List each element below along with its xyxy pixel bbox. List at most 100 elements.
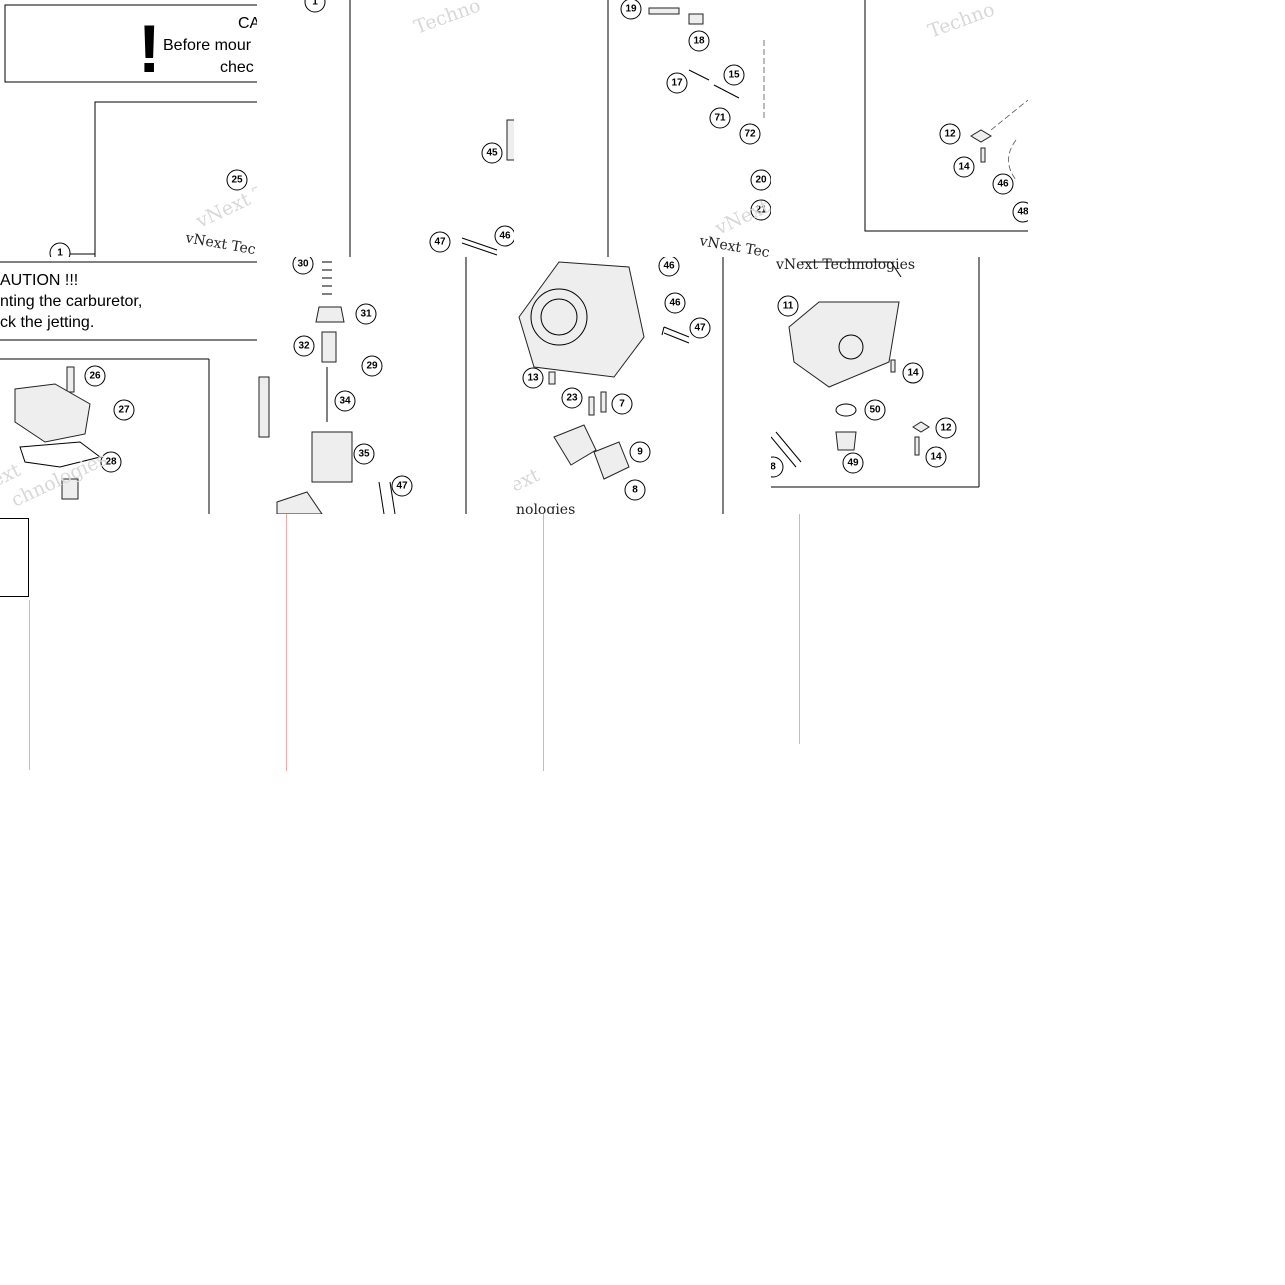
- caution-title: CA: [238, 15, 257, 32]
- part-callout: 72: [739, 123, 761, 145]
- svg-text:19: 19: [625, 4, 637, 15]
- svg-text:15: 15: [728, 70, 740, 81]
- svg-text:29: 29: [366, 361, 378, 372]
- svg-text:72: 72: [744, 129, 756, 140]
- part-callout: 46: [658, 257, 680, 277]
- svg-text:26: 26: [89, 371, 101, 382]
- part-callout: 13: [522, 367, 544, 389]
- part-callout: 12: [939, 123, 961, 145]
- seam-line: [286, 514, 287, 771]
- part-callout: 1: [49, 242, 71, 258]
- svg-text:27: 27: [118, 405, 130, 416]
- part-callout: 19: [620, 0, 642, 20]
- diagram-tile-caution-top: ! CA Before mour chec 25 1 vNext Tec vNe…: [0, 0, 257, 257]
- svg-text:14: 14: [907, 368, 919, 379]
- svg-text:14: 14: [930, 452, 942, 463]
- caution-line-1: Before mour: [163, 37, 252, 54]
- part-callout: 31: [355, 303, 377, 325]
- svg-text:71: 71: [714, 113, 726, 124]
- svg-text:1: 1: [312, 0, 318, 8]
- svg-text:46: 46: [997, 179, 1009, 190]
- diagram-tile-2: 19 18 17 15 71 72 20 21 vNext Tec vNext …: [514, 0, 771, 257]
- svg-text:47: 47: [434, 237, 446, 248]
- diagram-tile-caution-bottom: AUTION !!! nting the carburetor, ck the …: [0, 257, 257, 514]
- caution-box: [4, 4, 257, 83]
- part-callout: 46: [992, 173, 1014, 195]
- part-callout: 28: [100, 451, 122, 473]
- part-callout: 47: [689, 317, 711, 339]
- part-callout: 14: [953, 156, 975, 178]
- part-callout: 21: [750, 199, 771, 221]
- part-callout: 8: [771, 456, 784, 478]
- watermark: vNext Tec: [183, 230, 257, 257]
- diagram-tile-6: 46 46 47 13 23 7 9 8 ext nologies: [514, 257, 771, 514]
- svg-text:7: 7: [619, 399, 625, 410]
- part-callout: 30: [292, 257, 314, 275]
- diagram-tile-1: 1 Techno 45 47 46: [257, 0, 514, 257]
- part-callout: 14: [902, 362, 924, 384]
- svg-text:25: 25: [231, 175, 243, 186]
- part-callout: 49: [842, 452, 864, 474]
- svg-text:1: 1: [57, 248, 63, 258]
- airbox-frame: [94, 101, 257, 257]
- part-callout: 14: [925, 446, 947, 468]
- svg-text:9: 9: [637, 447, 643, 458]
- part-callout: 46: [494, 225, 514, 247]
- svg-text:50: 50: [869, 405, 881, 416]
- seam-line: [29, 600, 30, 770]
- part-callout: 18: [688, 30, 710, 52]
- part-callout: 34: [334, 390, 356, 412]
- caution-box-corner: [0, 518, 29, 597]
- svg-text:8: 8: [632, 485, 638, 496]
- part-callout: 20: [750, 169, 771, 191]
- svg-text:12: 12: [940, 423, 952, 434]
- svg-text:47: 47: [396, 481, 408, 492]
- part-callout: 12: [935, 417, 957, 439]
- watermark: vNext Tec: [697, 233, 771, 257]
- part-callout: 9: [629, 441, 651, 463]
- svg-text:23: 23: [566, 393, 578, 404]
- svg-text:18: 18: [693, 36, 705, 47]
- svg-text:49: 49: [847, 458, 859, 469]
- caution-line-1-rest: nting the carburetor,: [0, 293, 142, 310]
- svg-text:46: 46: [669, 298, 681, 309]
- caution-line-2-rest: ck the jetting.: [0, 314, 94, 331]
- svg-text:28: 28: [105, 457, 117, 468]
- svg-text:20: 20: [755, 175, 767, 186]
- part-callout: 71: [709, 107, 731, 129]
- svg-text:8: 8: [771, 462, 776, 473]
- part-callout: 50: [864, 399, 886, 421]
- part-callout: 35: [353, 443, 375, 465]
- part-callout: 26: [84, 365, 106, 387]
- watermark: vNext Tec: [711, 179, 771, 240]
- svg-text:12: 12: [944, 129, 956, 140]
- watermark: Techno: [411, 0, 483, 39]
- diagram-tile-5: 30 31 32 29 34 35 47: [257, 257, 514, 514]
- watermark: vNext Technologies: [775, 257, 915, 273]
- part-callout: 1: [304, 0, 326, 13]
- svg-text:13: 13: [527, 373, 539, 384]
- svg-text:35: 35: [358, 449, 370, 460]
- part-callout: 48: [1012, 201, 1028, 223]
- diagram-tile-3: Techno 12 14 46 48: [771, 0, 1028, 257]
- svg-text:14: 14: [958, 162, 970, 173]
- part-callout: 7: [611, 393, 633, 415]
- svg-text:34: 34: [339, 396, 351, 407]
- part-callout: 45: [481, 142, 503, 164]
- svg-text:17: 17: [671, 78, 683, 89]
- svg-text:46: 46: [499, 231, 511, 242]
- part-callout: 32: [293, 335, 315, 357]
- part-callout: 47: [429, 231, 451, 253]
- exclamation-icon: !: [138, 11, 161, 87]
- part-callout: 29: [361, 355, 383, 377]
- part-callout: 15: [723, 64, 745, 86]
- part-callout: 11: [777, 295, 799, 317]
- part-callout: 23: [561, 387, 583, 409]
- caution-title-rest: AUTION !!!: [0, 272, 78, 289]
- seam-line: [543, 514, 544, 771]
- diagram-tile-7: vNext Technologies 11 14 50 12 49 14 8: [771, 257, 1028, 514]
- svg-text:11: 11: [783, 301, 794, 312]
- seam-line: [799, 514, 800, 744]
- part-callout: 46: [664, 292, 686, 314]
- watermark: ext: [514, 464, 543, 497]
